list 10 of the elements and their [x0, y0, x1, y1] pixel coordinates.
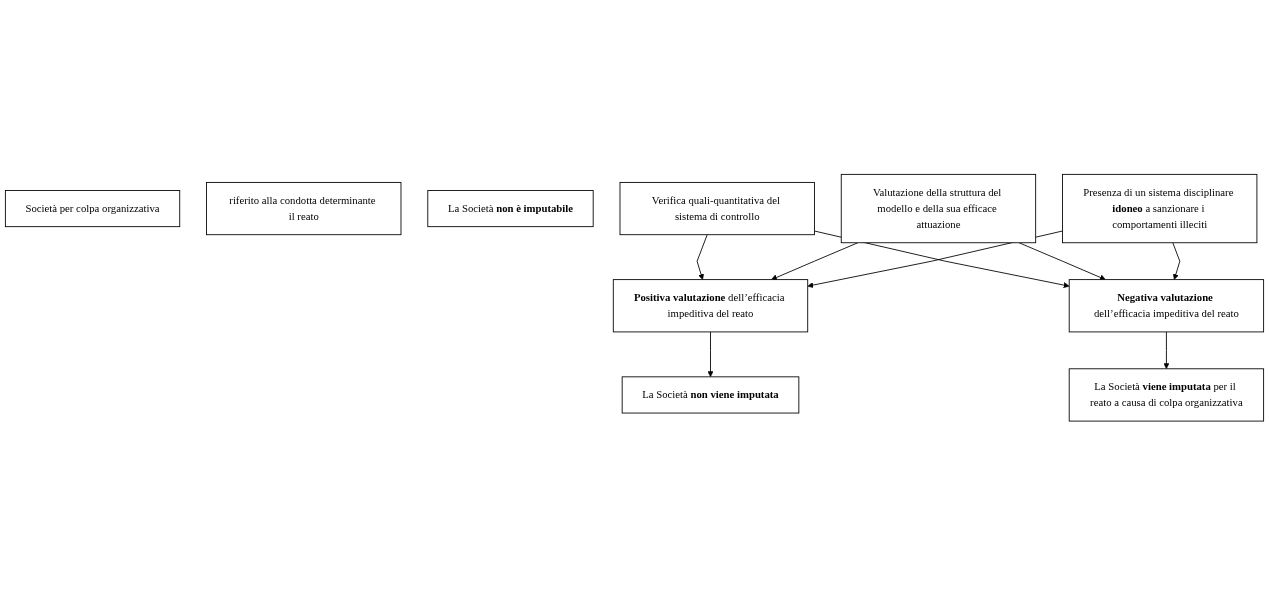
- node-box: riferito alla condotta determinante il reato: [206, 182, 402, 236]
- node-box: La Società viene imputata per il reato a causa di colpa organizzativa: [1068, 368, 1265, 422]
- node-box: Positiva valutazione dell’efficacia impeditiva del reato: [612, 279, 809, 333]
- node-box: La Società non è imputabile: [427, 190, 594, 228]
- node-box: Presenza di un sistema disciplinare idoneo a sanzionare i comportamenti illeciti: [1062, 174, 1258, 244]
- node-box: Valutazione della struttura del modello e della sua efficace attuazione: [840, 174, 1037, 244]
- node-box: Negativa valutazione dell’efficacia impeditiva del reato: [1068, 279, 1265, 333]
- node-box: Verifica quali-quantitativa del sistema di controllo: [619, 182, 815, 236]
- node-box: Società per colpa organizzativa: [4, 190, 181, 228]
- node-box: La Società non viene imputata: [621, 376, 800, 414]
